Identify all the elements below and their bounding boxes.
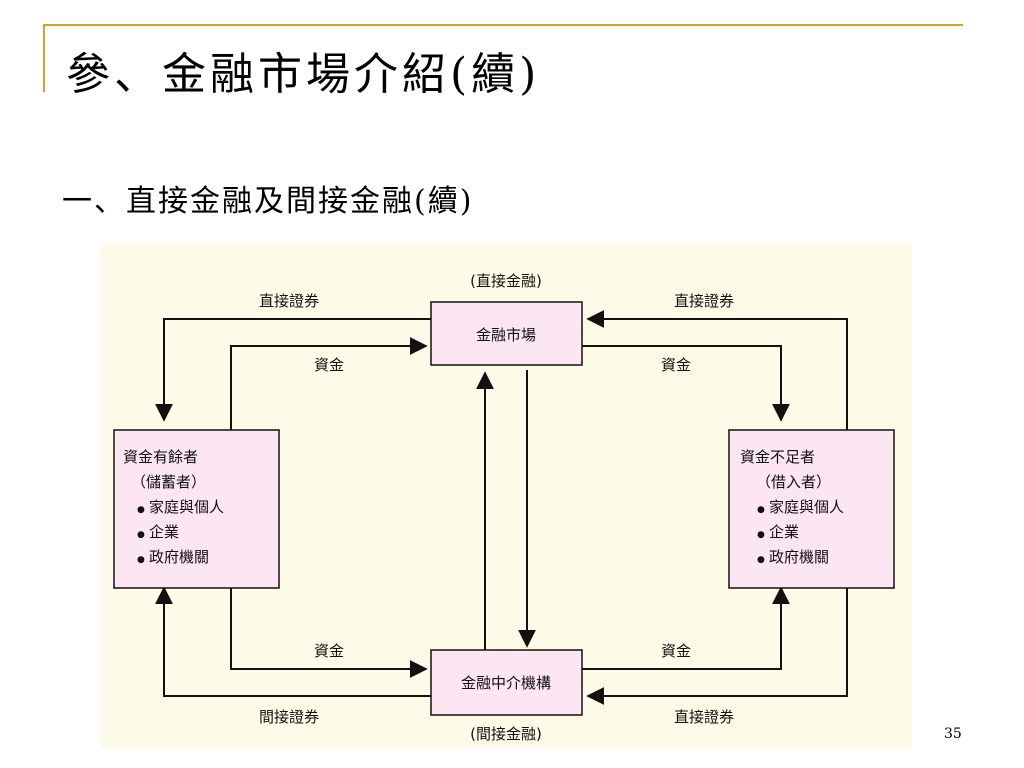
market-box-label: 金融市場 (476, 326, 536, 344)
deficit-item: 政府機關 (769, 548, 829, 566)
section-subtitle: 一、直接金融及間接金融(續) (62, 184, 474, 219)
surplus-box-title: 資金有餘者 (123, 448, 198, 466)
label-bottom-right-funds: 資金 (661, 642, 691, 660)
deficit-box-title: 資金不足者 (740, 448, 815, 466)
deficit-item: 家庭與個人 (769, 498, 844, 516)
intermediary-box-caption: (間接金融) (470, 725, 542, 743)
bullet-icon: ● (757, 530, 765, 540)
label-bottom-left-securities: 間接證券 (259, 708, 319, 726)
arrow-bottom-left-funds (230, 588, 428, 678)
market-box (430, 301, 583, 366)
surplus-item: 企業 (149, 523, 179, 541)
bullet-icon: ● (137, 555, 145, 565)
arrow-bottom-left-securities (155, 586, 431, 697)
deficit-box (728, 429, 895, 589)
finance-flow-diagram: (直接金融) 金融市場 金融中介機構 (間接金融) 資金有餘者 （儲蓄者） ● … (113, 272, 895, 743)
surplus-box (113, 429, 280, 589)
label-bottom-right-securities: 直接證券 (674, 708, 734, 726)
surplus-item: 家庭與個人 (149, 498, 224, 516)
title-accent-line (43, 24, 963, 26)
arrow-bottom-right-funds (582, 586, 790, 670)
arrow-bottom-right-securities (586, 588, 848, 705)
intermediary-box-label: 金融中介機構 (461, 674, 551, 692)
surplus-box-subtitle: （儲蓄者） (131, 473, 206, 491)
label-top-left-funds: 資金 (314, 356, 344, 374)
deficit-item: 企業 (769, 523, 799, 541)
bullet-icon: ● (137, 505, 145, 515)
label-top-right-securities: 直接證券 (674, 292, 734, 310)
bullet-icon: ● (757, 555, 765, 565)
surplus-item: 政府機關 (149, 548, 209, 566)
label-top-right-funds: 資金 (661, 356, 691, 374)
arrow-top-right-funds (582, 345, 790, 422)
bullet-icon: ● (757, 505, 765, 515)
slide-title: 參、金融市場介紹(續) (66, 49, 541, 100)
label-top-left-securities: 直接證券 (259, 292, 319, 310)
label-bottom-left-funds: 資金 (314, 642, 344, 660)
arrow-top-left-securities (155, 318, 431, 422)
arrow-top-left-funds (230, 337, 428, 430)
deficit-box-subtitle: （借入者） (756, 473, 831, 491)
title-accent-bar (43, 24, 45, 92)
bullet-icon: ● (137, 530, 145, 540)
page-number: 35 (944, 726, 962, 742)
market-box-caption: (直接金融) (470, 272, 542, 290)
arrow-top-right-securities (586, 310, 848, 430)
intermediary-box (430, 649, 583, 716)
